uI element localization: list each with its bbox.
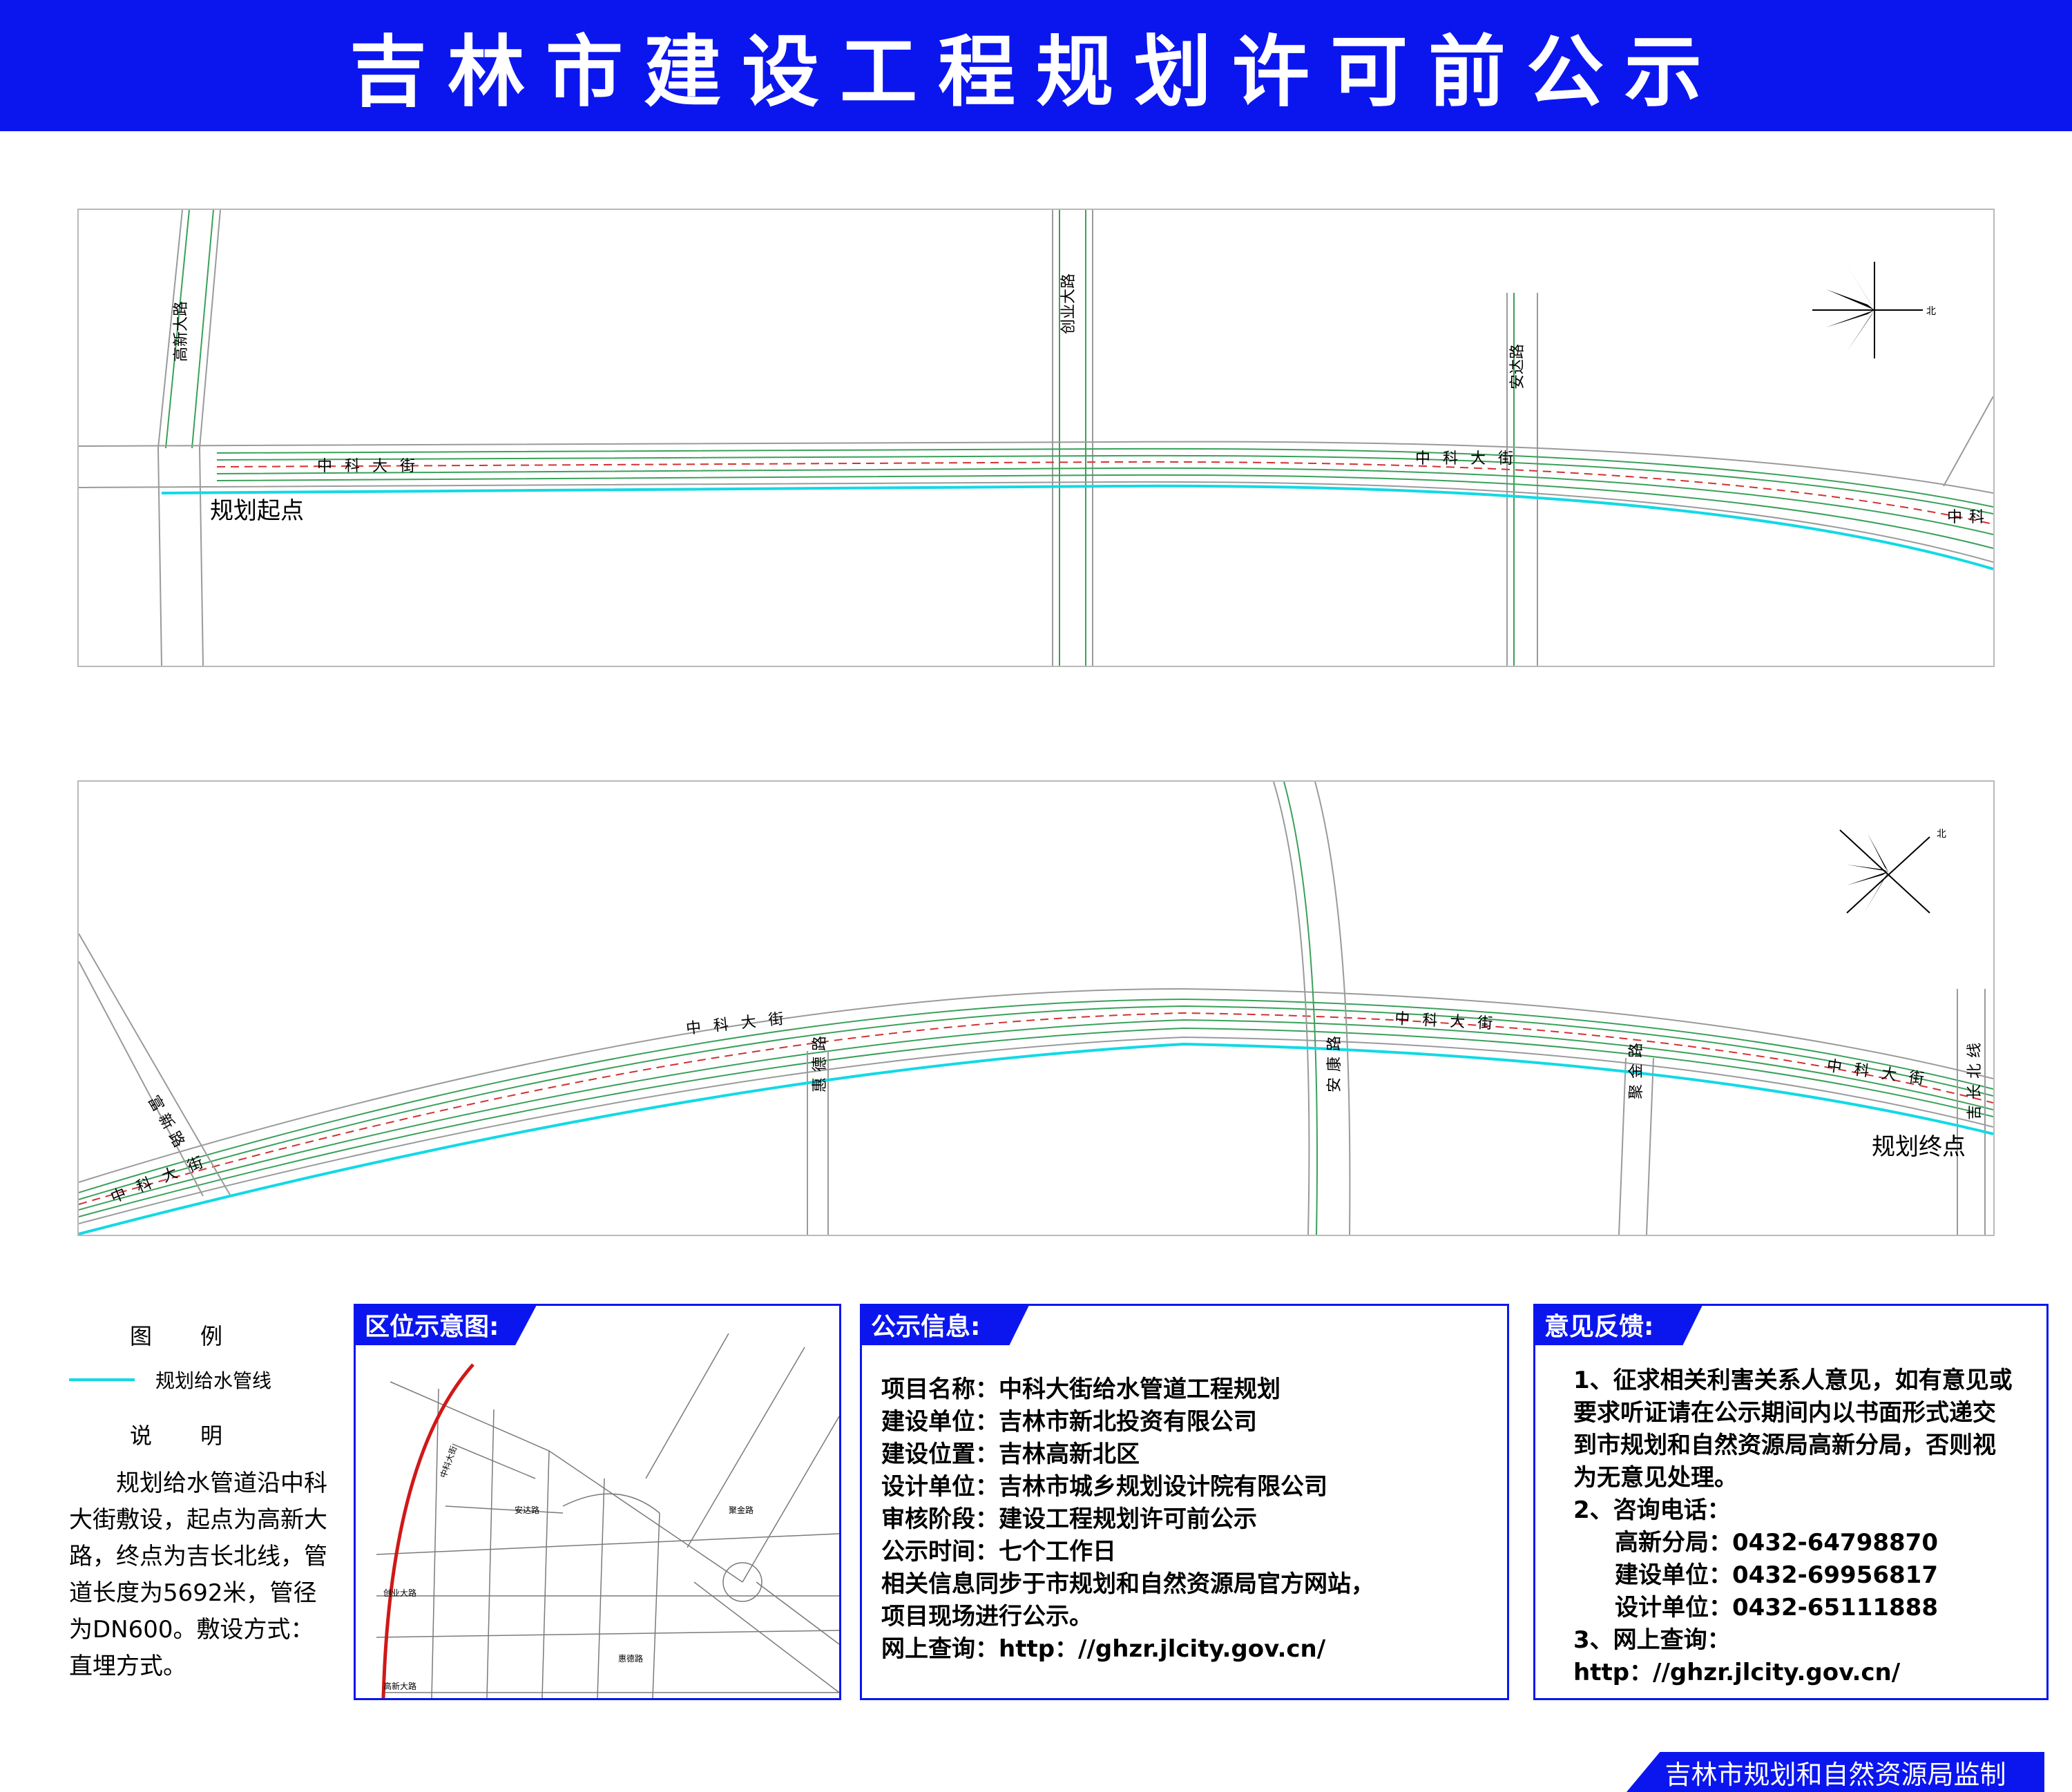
planned-pipe-bottom bbox=[79, 1042, 1993, 1235]
svg-text:北: 北 bbox=[1937, 829, 1946, 840]
label-ankang-road: 安康路 bbox=[1326, 1030, 1343, 1092]
label-zhongke-1: 中科大街 bbox=[317, 458, 428, 475]
info-sync-note: 相关信息同步于市规划和自然资源局官方网站， bbox=[881, 1570, 1374, 1598]
location-map-drawing: 中科大街 创业大路 高新大路 安达路 惠德路 聚金路 bbox=[376, 1333, 839, 1698]
svg-text:创业大路: 创业大路 bbox=[383, 1588, 416, 1598]
svg-text:聚金路: 聚金路 bbox=[729, 1505, 754, 1515]
legend: 图例 规划给水管线 说明 规划给水管道沿中科大街敷设，起点为高新大路，终点为吉长… bbox=[69, 1319, 332, 1685]
feedback-title: 意见反馈: bbox=[1533, 1304, 1703, 1345]
info-location: 建设位置：吉林高新北区 bbox=[881, 1441, 1140, 1468]
label-start-point: 规划起点 bbox=[210, 497, 304, 525]
svg-text:惠德路: 惠德路 bbox=[618, 1653, 643, 1664]
svg-text:中科大街: 中科大街 bbox=[438, 1445, 459, 1479]
feedback-phone-gaoxin: 高新分局：0432-64798870 bbox=[1615, 1529, 1938, 1557]
feedback-phone-builder: 建设单位：0432-69956817 bbox=[1615, 1561, 1938, 1589]
bottom-map-drawing: 北 富新路 中科大街 中科大街 中科大街 中科大街 惠德路 安康路 聚金路 吉长… bbox=[79, 782, 1993, 1235]
feedback-lines: 1、征求相关利害关系人意见，如有意见或要求听证请在公示期间内以书面形式递交到市规… bbox=[1573, 1365, 2015, 1689]
label-zhongke-2: 中科大街 bbox=[685, 1009, 797, 1038]
legend-pipe-swatch bbox=[69, 1378, 135, 1381]
page-title: 吉林市建设工程规划许可前公示 bbox=[349, 28, 1723, 117]
page-header: 吉林市建设工程规划许可前公示 bbox=[0, 0, 2072, 131]
info-title: 公示信息: bbox=[860, 1304, 1030, 1345]
label-zhongke-3: 中科大街 bbox=[1394, 1010, 1506, 1033]
feedback-item-2: 2、咨询电话： bbox=[1573, 1496, 1731, 1524]
note-description: 规划给水管道沿中科大街敷设，起点为高新大路，终点为吉长北线，管道长度为5692米… bbox=[69, 1470, 327, 1680]
label-zhongke-2: 中科大街 bbox=[1415, 450, 1526, 468]
label-fuxin-road: 富新路 bbox=[144, 1093, 191, 1155]
legend-pipe-label: 规划给水管线 bbox=[155, 1369, 272, 1392]
info-designer: 设计单位：吉林市城乡规划设计院有限公司 bbox=[881, 1473, 1327, 1501]
label-end-point: 规划终点 bbox=[1872, 1133, 1966, 1161]
info-website[interactable]: 网上查询：http：//ghzr.jlcity.gov.cn/ bbox=[881, 1635, 1326, 1663]
info-lines: 项目名称：中科大街给水管道工程规划 建设单位：吉林市新北投资有限公司 建设位置：… bbox=[881, 1374, 1374, 1666]
feedback-box: 意见反馈: 1、征求相关利害关系人意见，如有意见或要求听证请在公示期间内以书面形… bbox=[1533, 1304, 2049, 1700]
note-title: 说明 bbox=[129, 1423, 271, 1449]
feedback-url[interactable]: http：//ghzr.jlcity.gov.cn/ bbox=[1573, 1659, 1901, 1686]
info-review-stage: 审核阶段：建设工程规划许可前公示 bbox=[881, 1505, 1257, 1533]
svg-text:安达路: 安达路 bbox=[515, 1505, 539, 1515]
label-jujin-road: 聚金路 bbox=[1628, 1037, 1645, 1099]
location-pipe-route bbox=[381, 1363, 474, 1698]
info-period: 公示时间：七个工作日 bbox=[881, 1538, 1116, 1565]
top-map-panel: 北 高新大路 创业大路 安达路 中科大街 中科大街 中科 规划起点 bbox=[77, 209, 1995, 667]
label-chuangye-road: 创业大路 bbox=[1060, 273, 1077, 334]
footer-supervisor: 吉林市规划和自然资源局监制 bbox=[1627, 1752, 2044, 1792]
top-map-drawing: 北 高新大路 创业大路 安达路 中科大街 中科大街 中科 规划起点 bbox=[79, 210, 1993, 666]
location-map-title: 区位示意图: bbox=[354, 1304, 537, 1345]
bottom-map-panel: 北 富新路 中科大街 中科大街 中科大街 中科大街 惠德路 安康路 聚金路 吉长… bbox=[77, 780, 1995, 1236]
info-builder: 建设单位：吉林市新北投资有限公司 bbox=[881, 1408, 1257, 1436]
info-box: 公示信息: 项目名称：中科大街给水管道工程规划 建设单位：吉林市新北投资有限公司… bbox=[860, 1304, 1509, 1700]
legend-title: 图例 bbox=[129, 1323, 271, 1349]
label-anda-road: 安达路 bbox=[1509, 344, 1526, 389]
location-map-box: 区位示意图: 中科大街 创业大路 高新大路 安达路 惠德路 bbox=[354, 1304, 841, 1700]
svg-text:北: 北 bbox=[1926, 306, 1936, 317]
legend-item-pipe: 规划给水管线 bbox=[69, 1366, 332, 1394]
label-jichangbei-road: 吉长北线 bbox=[1966, 1037, 1984, 1120]
label-huide-road: 惠德路 bbox=[812, 1030, 829, 1092]
svg-text:高新大路: 高新大路 bbox=[383, 1681, 416, 1691]
label-zhongke-edge: 中科 bbox=[1947, 509, 1991, 526]
north-arrow-icon: 北 bbox=[1812, 262, 1936, 358]
info-project-name: 项目名称：中科大街给水管道工程规划 bbox=[881, 1376, 1280, 1403]
feedback-item-1: 1、征求相关利害关系人意见，如有意见或要求听证请在公示期间内以书面形式递交到市规… bbox=[1573, 1367, 2013, 1492]
info-site-note: 项目现场进行公示。 bbox=[881, 1603, 1093, 1630]
label-gaoxin-road: 高新大路 bbox=[173, 301, 190, 362]
north-arrow-icon: 北 bbox=[1839, 829, 1946, 914]
planned-pipe-top bbox=[161, 484, 1993, 570]
feedback-item-3: 3、网上查询： bbox=[1573, 1626, 1731, 1654]
feedback-phone-designer: 设计单位：0432-65111888 bbox=[1615, 1594, 1938, 1621]
